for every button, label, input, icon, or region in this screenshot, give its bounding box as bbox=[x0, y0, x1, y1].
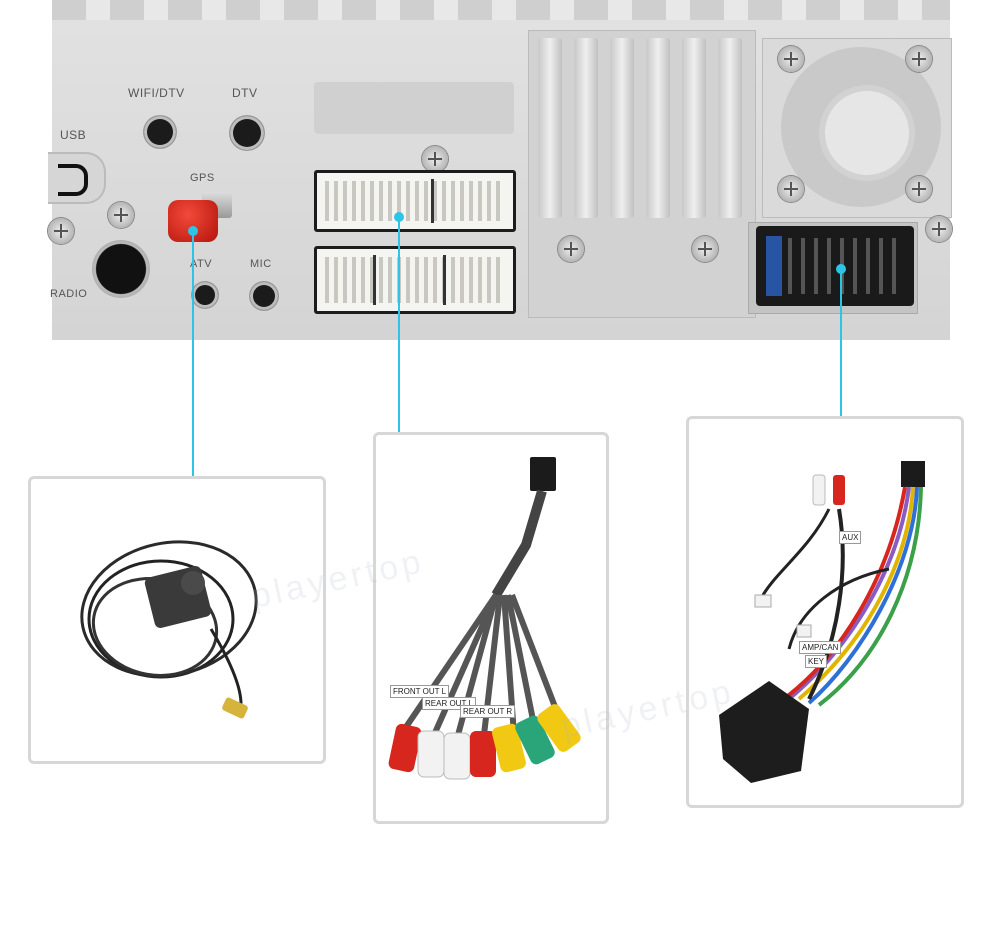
dtv-label: DTV bbox=[232, 86, 258, 100]
cable-tag: KEY bbox=[805, 655, 828, 668]
callout-dot bbox=[394, 212, 404, 222]
rca-cable-box: FRONT OUT L REAR OUT L REAR OUT R bbox=[373, 432, 609, 824]
screw-icon bbox=[906, 46, 932, 72]
gps-antenna-box bbox=[28, 476, 326, 764]
wifi-dtv-jack bbox=[144, 116, 176, 148]
power-harness-box: AUX AMP/CAN KEY bbox=[686, 416, 964, 808]
rca-header-plug bbox=[530, 457, 556, 491]
gps-module bbox=[144, 566, 212, 628]
screw-icon bbox=[778, 46, 804, 72]
callout-line-gps bbox=[192, 232, 194, 476]
black-power-connector bbox=[756, 226, 914, 306]
mic-label: MIC bbox=[250, 258, 272, 270]
rca-cable-image bbox=[388, 457, 581, 780]
harness-iso-plug bbox=[719, 681, 809, 783]
heat-sink-fin bbox=[574, 38, 598, 218]
label-plate bbox=[314, 82, 514, 134]
callout-dot bbox=[836, 264, 846, 274]
atv-label: ATV bbox=[190, 258, 213, 270]
upper-white-connector bbox=[314, 170, 516, 232]
screw-icon bbox=[778, 176, 804, 202]
screw-icon bbox=[926, 216, 952, 242]
cable-tag: FRONT OUT L bbox=[390, 685, 450, 698]
dtv-jack bbox=[230, 116, 264, 150]
heat-sink-fin bbox=[610, 38, 634, 218]
callout-line-rca bbox=[398, 218, 400, 432]
screw-icon bbox=[108, 202, 134, 228]
usb-port bbox=[48, 152, 106, 204]
callout-dot bbox=[188, 226, 198, 236]
heat-sink-fin bbox=[718, 38, 742, 218]
head-unit-back-panel: USB WIFI/DTV DTV GPS RADIO ATV MIC bbox=[48, 0, 952, 340]
heat-sink-fin bbox=[682, 38, 706, 218]
gps-antenna-image bbox=[80, 540, 258, 719]
mic-jack bbox=[250, 282, 278, 310]
radio-antenna-socket bbox=[92, 240, 150, 298]
callout-line-harness bbox=[840, 270, 842, 416]
gps-label: GPS bbox=[190, 172, 215, 184]
cable-tag: AMP/CAN bbox=[799, 641, 842, 654]
heat-sink-fin bbox=[538, 38, 562, 218]
radio-label: RADIO bbox=[50, 288, 88, 300]
heat-sink-fin bbox=[646, 38, 670, 218]
screw-icon bbox=[558, 236, 584, 262]
lower-white-connector bbox=[314, 246, 516, 314]
atv-jack bbox=[192, 282, 218, 308]
usb-label: USB bbox=[60, 128, 87, 142]
screw-icon bbox=[48, 218, 74, 244]
gps-gold-plug bbox=[222, 697, 248, 719]
wifi-dtv-label: WIFI/DTV bbox=[128, 86, 185, 100]
cable-tag: REAR OUT R bbox=[460, 705, 516, 718]
cable-tag: AUX bbox=[839, 531, 862, 544]
screw-icon bbox=[422, 146, 448, 172]
power-harness-image bbox=[719, 461, 925, 783]
screw-icon bbox=[906, 176, 932, 202]
top-vent-strip bbox=[52, 0, 950, 20]
harness-small-plug bbox=[901, 461, 925, 487]
screw-icon bbox=[692, 236, 718, 262]
